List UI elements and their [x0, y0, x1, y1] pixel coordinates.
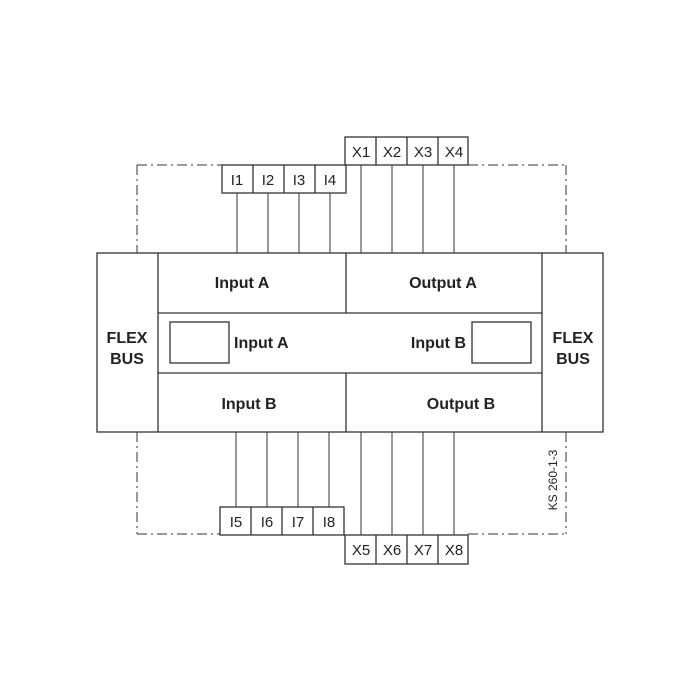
terminal-label: I3 — [293, 172, 306, 189]
led-window-right — [471, 321, 532, 364]
right-flex-bus-line2: BUS — [556, 351, 590, 368]
terminal-label: X2 — [383, 144, 401, 161]
section-output-a-top: Output A — [409, 275, 477, 292]
section-input-a-top: Input A — [215, 275, 270, 292]
module-body — [96, 252, 604, 433]
terminal-label: I4 — [324, 172, 337, 189]
terminal-label: X7 — [414, 542, 432, 559]
section-output-b-bottom: Output B — [427, 396, 495, 413]
terminal-label: I2 — [262, 172, 275, 189]
terminal-label: I5 — [230, 514, 243, 531]
figure-code: KS 260-1-3 — [546, 449, 560, 510]
terminal-label: I8 — [323, 514, 336, 531]
terminal-blocks — [219, 136, 469, 565]
terminal-label: X3 — [414, 144, 432, 161]
terminal-label: X8 — [445, 542, 463, 559]
terminal-label: I7 — [292, 514, 305, 531]
led-window-left — [169, 321, 230, 364]
right-flex-bus-line1: FLEX — [553, 330, 594, 347]
terminal-label: I1 — [231, 172, 244, 189]
wires — [235, 165, 455, 535]
housing-outline — [136, 164, 567, 535]
terminal-label: X1 — [352, 144, 370, 161]
section-input-a-mid: Input A — [234, 335, 289, 352]
terminal-label: X6 — [383, 542, 401, 559]
section-input-b-mid: Input B — [411, 335, 466, 352]
left-flex-bus-line2: BUS — [110, 351, 144, 368]
terminal-label: I6 — [261, 514, 274, 531]
terminal-label: X4 — [445, 144, 463, 161]
section-input-b-bottom: Input B — [221, 396, 276, 413]
left-flex-bus-line1: FLEX — [107, 330, 148, 347]
terminal-label: X5 — [352, 542, 370, 559]
